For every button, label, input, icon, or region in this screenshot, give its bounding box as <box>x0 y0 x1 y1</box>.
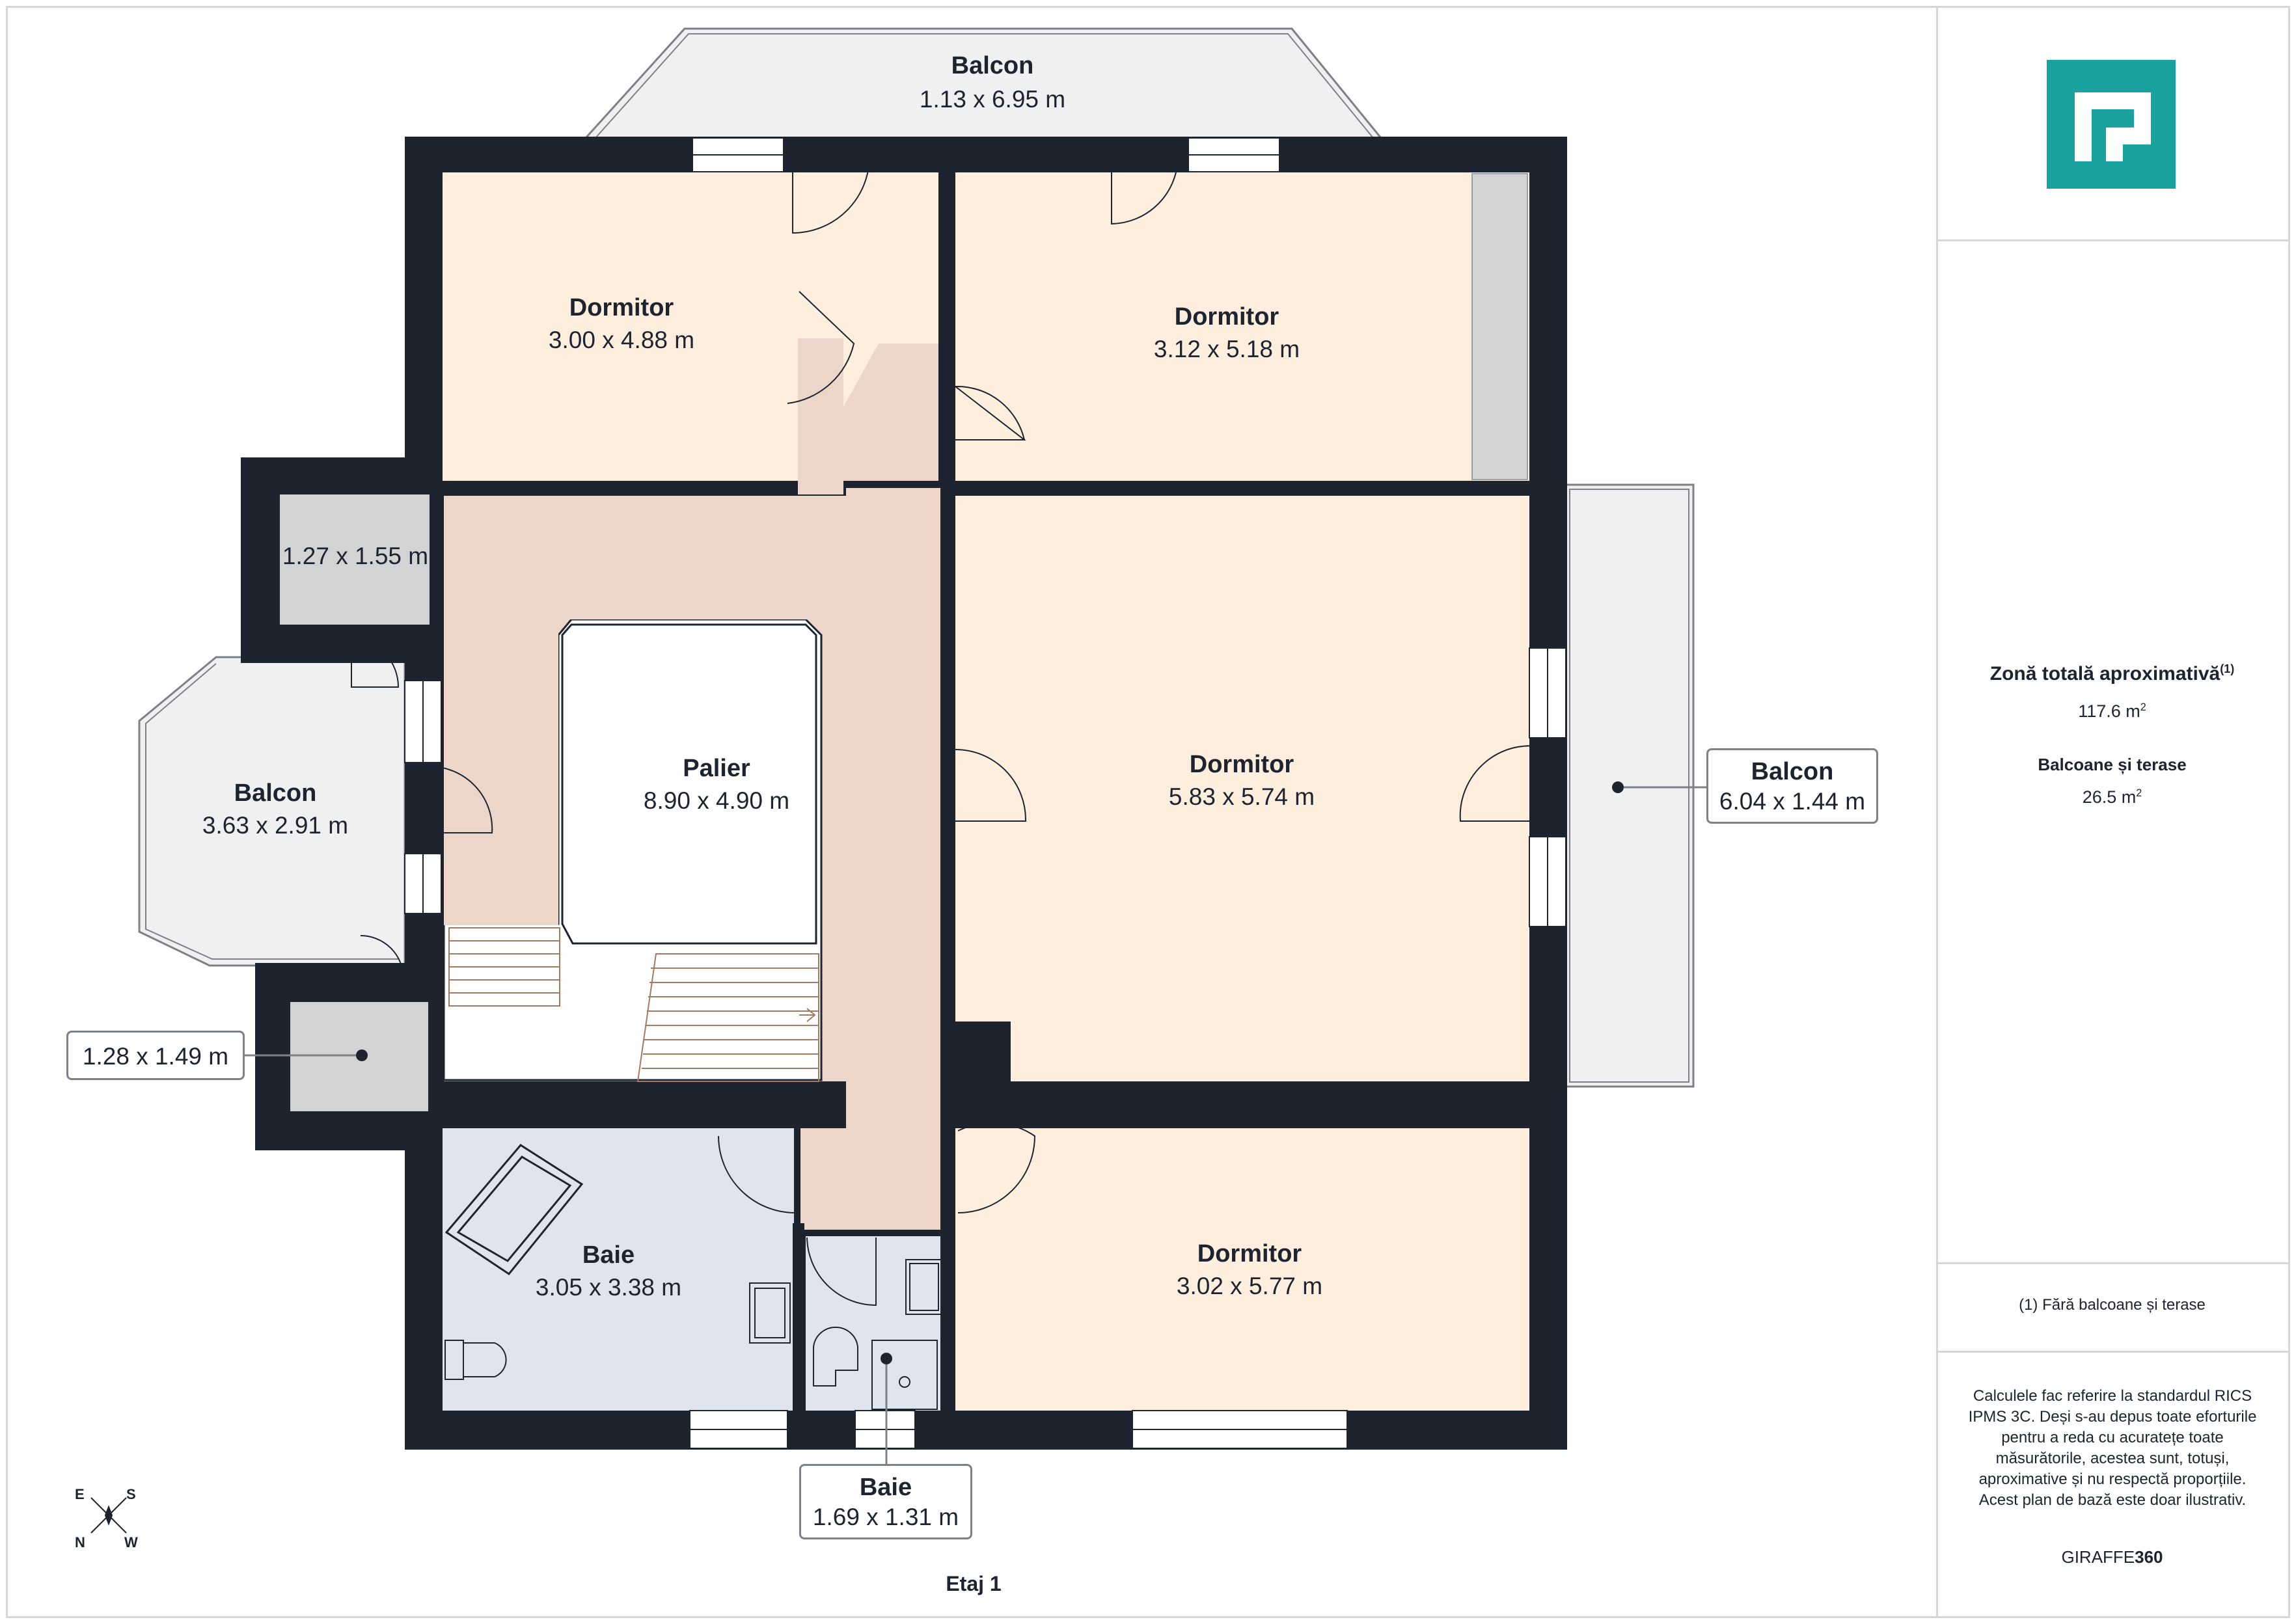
total-area-value: 117.6 m2 <box>1938 701 2286 722</box>
room-name-balcon-left: Balcon <box>234 779 317 807</box>
room-dims-dormitor-2: 3.12 x 5.18 m <box>1153 336 1300 362</box>
balcony-area-label: Balcoane și terase <box>2038 755 2187 774</box>
compass-s: S <box>126 1486 136 1502</box>
bathroom-floor <box>443 1128 794 1411</box>
wall-stub-2 <box>443 481 1529 496</box>
room-name-dormitor-3: Dormitor <box>1189 751 1294 778</box>
window-icon <box>404 137 1566 1449</box>
logo-icon <box>2047 60 2176 189</box>
bedroom-4-floor <box>955 1128 1529 1411</box>
toilet-icon <box>444 1326 858 1387</box>
room-name-dormitor-4: Dormitor <box>1197 1240 1302 1267</box>
total-area-label: Zonă totală aproximativă(1) <box>1938 662 2286 685</box>
sidebar-divider-1 <box>1936 239 2288 241</box>
callout-balcon-right-dims: 6.04 x 1.44 m <box>1719 788 1866 815</box>
wall-stub-4 <box>443 1081 846 1128</box>
balcony-left-rail <box>145 663 398 960</box>
total-area-label-text: Zonă totală aproximativă <box>1989 663 2221 684</box>
compass-e: E <box>75 1486 85 1502</box>
total-area-unit: 2 <box>2140 701 2146 713</box>
callout-storage-lower: 1.28 x 1.49 m <box>66 1031 245 1080</box>
callout-baie-small-dims: 1.69 x 1.31 m <box>812 1504 959 1530</box>
room-name-dormitor-2: Dormitor <box>1174 303 1279 331</box>
storage-upper-floor <box>280 494 430 625</box>
callout-storage-lower-dims: 1.28 x 1.49 m <box>82 1043 229 1070</box>
wall-stub-5 <box>793 1223 806 1411</box>
total-area-note: (1) <box>2220 662 2235 675</box>
bedroom-3-floor <box>955 496 1529 1081</box>
balcony-area-value: 26.5 m2 <box>1938 787 2286 807</box>
leader-dot-baie-small <box>881 1353 892 1364</box>
room-name-palier: Palier <box>683 755 750 782</box>
footnote: (1) Fără balcoane și terase <box>2019 1296 2206 1314</box>
balcony-area-unit: 2 <box>2136 787 2142 799</box>
wall-stub-1 <box>938 172 955 481</box>
balcony-top <box>583 27 1384 139</box>
room-dims-baie-1: 3.05 x 3.38 m <box>535 1274 682 1301</box>
wall-stub-7 <box>940 1128 955 1411</box>
room-dims-dormitor-4: 3.02 x 5.77 m <box>1176 1273 1323 1299</box>
callout-balcon-right: Balcon 6.04 x 1.44 m <box>1706 748 1878 824</box>
balcony-right <box>1564 483 1695 1088</box>
shower-drain-icon <box>899 1376 910 1388</box>
callout-baie-small-name: Baie <box>859 1474 912 1501</box>
total-area-value-text: 117.6 m <box>2078 701 2140 721</box>
bedroom-2-floor <box>955 172 1529 481</box>
disclaimer: Calculele fac referire la standardul RIC… <box>1968 1387 2257 1509</box>
room-dims-storage-upper: 1.27 x 1.55 m <box>282 543 429 569</box>
compass-n: N <box>75 1534 85 1550</box>
landing-top-strip <box>558 496 812 619</box>
callout-balcon-right-name: Balcon <box>1751 758 1834 785</box>
sink-icon <box>749 1259 943 1344</box>
room-name-balcon-top: Balcon <box>951 52 1034 79</box>
wall-stub-3 <box>940 1081 1529 1128</box>
room-name-baie-1: Baie <box>582 1241 635 1269</box>
compass-icon <box>90 1497 127 1534</box>
shower-tray <box>871 1340 938 1410</box>
wall-stub-6 <box>940 1022 1011 1081</box>
small-bathroom-floor <box>806 1236 942 1411</box>
bathtub-icon <box>444 1144 584 1276</box>
brand-name: GIRAFFE360 <box>1938 1547 2286 1567</box>
stair-well-top <box>561 623 817 945</box>
balcony-area-value-text: 26.5 m <box>2082 787 2137 807</box>
room-dims-balcon-left: 3.63 x 2.91 m <box>202 812 349 839</box>
balcony-left <box>138 656 406 967</box>
landing-left-strip <box>444 496 558 925</box>
room-dims-palier: 8.90 x 4.90 m <box>643 787 790 814</box>
wardrobe <box>1471 173 1528 480</box>
room-dims-balcon-top: 1.13 x 6.95 m <box>919 86 1066 113</box>
sidebar-divider-2 <box>1936 1262 2288 1264</box>
room-dims-dormitor-3: 5.83 x 5.74 m <box>1168 783 1315 810</box>
room-name-dormitor-1: Dormitor <box>569 294 674 321</box>
landing-opening <box>804 488 940 1230</box>
logo-mark <box>2075 92 2151 161</box>
compass-w: W <box>124 1534 138 1550</box>
leader-dot-storage-lower <box>356 1049 368 1061</box>
floor-label: Etaj 1 <box>946 1572 1002 1595</box>
brand-prefix: GIRAFFE <box>2061 1547 2135 1567</box>
landing-door-gap <box>798 338 843 494</box>
sidebar <box>1936 8 2288 1616</box>
door-swing-icon <box>351 156 1550 1306</box>
page-frame <box>6 6 2290 1618</box>
sidebar-divider-3 <box>1936 1351 2288 1353</box>
leader-dot-balcon-right <box>1612 781 1624 793</box>
stairs-icon <box>448 927 819 1082</box>
room-dims-dormitor-1: 3.00 x 4.88 m <box>548 327 695 353</box>
balcony-right-rail <box>1569 489 1689 1083</box>
brand-suffix: 360 <box>2135 1547 2163 1567</box>
balcony-top-rail <box>595 33 1374 139</box>
callout-baie-small: Baie 1.69 x 1.31 m <box>799 1464 972 1539</box>
